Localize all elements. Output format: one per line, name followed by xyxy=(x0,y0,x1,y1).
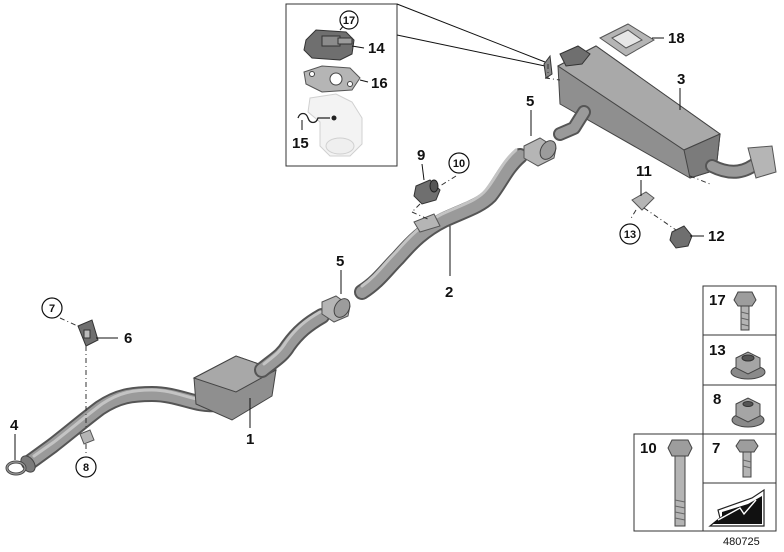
callout-10-circle xyxy=(448,152,470,174)
legend-label-17: 17 xyxy=(709,292,726,309)
callout-11: 11 xyxy=(636,163,652,180)
detail-inset: 17 14 16 15 xyxy=(285,3,546,167)
callout-18: 18 xyxy=(668,30,685,47)
detail-inset-connector-bottom xyxy=(396,34,546,67)
rubber-mount xyxy=(413,179,441,205)
rubber-mount-rear xyxy=(669,225,693,249)
actuator-mounting-plate xyxy=(303,65,361,93)
tailpipe-trim-plate xyxy=(599,23,655,57)
exhaust-flap-actuator xyxy=(303,29,355,61)
legend-label-10: 10 xyxy=(640,440,657,457)
callout-13-circle xyxy=(619,223,641,245)
callout-8-circle xyxy=(75,456,97,478)
flange-nut-icon xyxy=(730,351,766,380)
callout-8: 8 xyxy=(83,462,89,474)
hanger-fastener xyxy=(79,429,95,445)
bolt-flange-icon xyxy=(733,291,757,331)
legend-label-8: 8 xyxy=(713,391,721,408)
callout-15: 15 xyxy=(292,135,309,152)
callout-5-lower: 5 xyxy=(336,253,344,270)
direction-arrow-icon xyxy=(708,488,765,527)
rear-pipe xyxy=(354,148,528,300)
pipe-clamp-upper xyxy=(523,137,557,167)
callout-7-circle xyxy=(41,297,63,319)
callout-1: 1 xyxy=(246,431,254,448)
pipe-clamp-lower xyxy=(321,295,351,323)
flap-housing-ghost xyxy=(307,93,363,157)
clamp-ring xyxy=(5,460,27,476)
silencer-hanger xyxy=(631,191,655,211)
long-bolt-icon xyxy=(667,439,693,527)
callout-17: 17 xyxy=(343,15,355,27)
rear-silencer xyxy=(543,45,777,179)
callout-13: 13 xyxy=(624,229,636,241)
legend-label-13: 13 xyxy=(709,342,726,359)
front-pipe-with-center-silencer xyxy=(20,308,330,473)
hanger-bracket xyxy=(77,319,99,347)
callout-16: 16 xyxy=(371,75,388,92)
hex-nut-icon xyxy=(731,397,765,428)
callout-10: 10 xyxy=(453,158,465,170)
callout-3: 3 xyxy=(677,71,685,88)
legend-label-7: 7 xyxy=(712,440,720,457)
detail-inset-connector-top xyxy=(396,3,546,63)
callout-5-upper: 5 xyxy=(526,93,534,110)
callout-14: 14 xyxy=(368,40,385,57)
callout-17-circle xyxy=(339,10,359,30)
short-bolt-icon xyxy=(735,439,759,478)
callout-6: 6 xyxy=(124,330,132,347)
reference-number: 480725 xyxy=(723,536,760,548)
callout-9: 9 xyxy=(417,147,425,164)
spring-clip xyxy=(297,112,337,130)
callout-12: 12 xyxy=(708,228,725,245)
fastener-legend: 17 13 8 10 xyxy=(633,285,777,532)
callout-7: 7 xyxy=(49,303,55,315)
callout-4: 4 xyxy=(10,417,19,434)
callout-2: 2 xyxy=(445,284,453,301)
